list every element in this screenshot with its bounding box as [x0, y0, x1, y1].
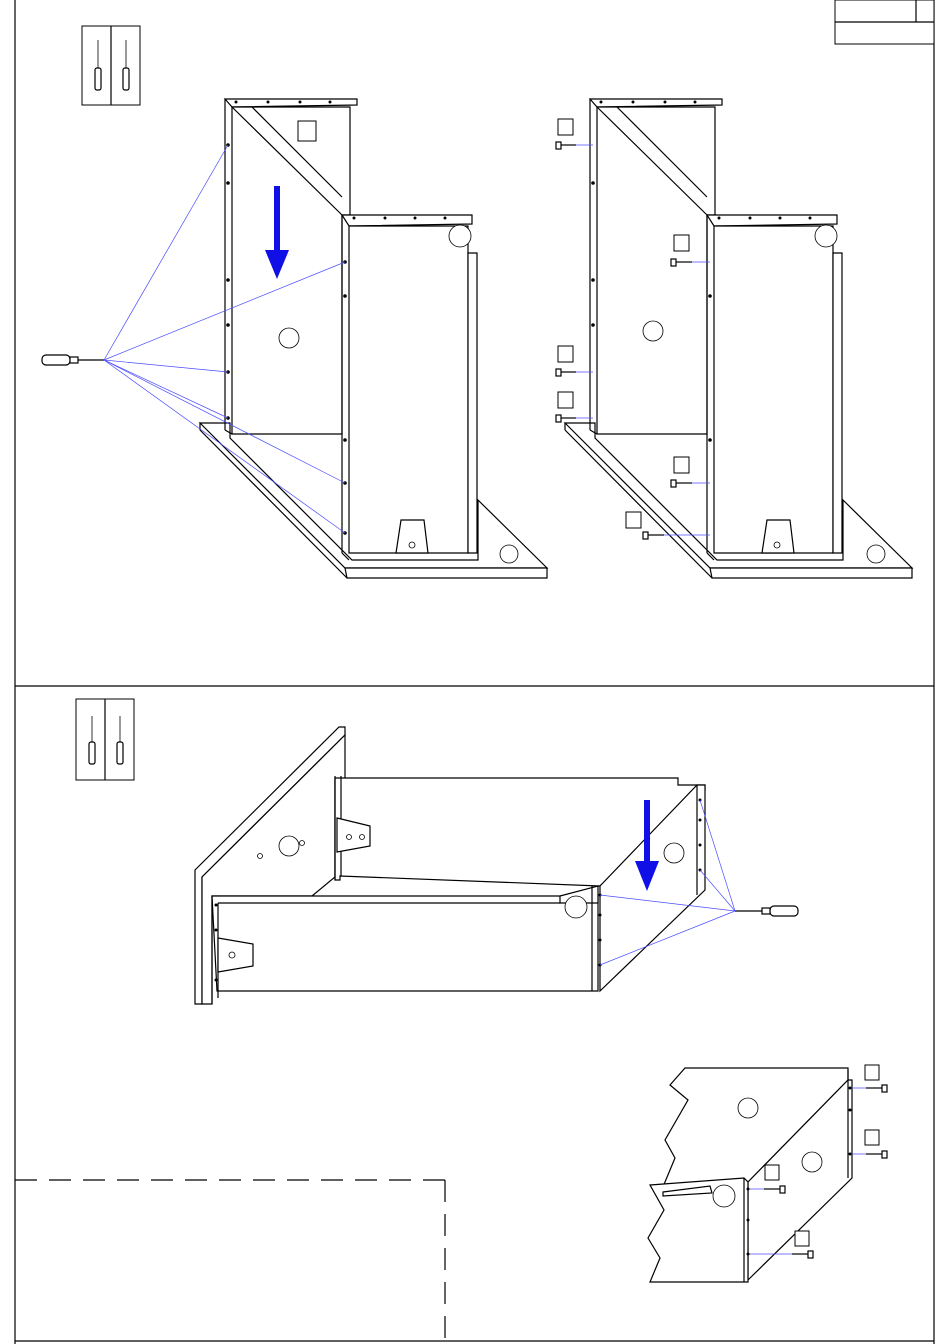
screwdriver-pair-icon [82, 26, 140, 105]
cabinet-assembly-before [42, 99, 547, 578]
screwdriver-pair-icon [76, 699, 134, 780]
screw-callout [850, 1065, 887, 1092]
screw-callout [556, 346, 593, 376]
cabinet-assembly-after [556, 99, 912, 578]
screwdriver-icon [42, 355, 104, 365]
drawer-corner-detail [648, 1065, 887, 1282]
screw-callout [671, 457, 710, 487]
screw-callout [556, 119, 593, 149]
screwdriver-icon [735, 906, 798, 916]
step-1-section [42, 26, 912, 578]
step-2-section [15, 699, 887, 1341]
screw-callout [556, 392, 593, 422]
page-number-box [835, 0, 934, 44]
notes-box [15, 1180, 445, 1341]
screw-callout [850, 1130, 887, 1158]
drawer-assembly [195, 727, 798, 1004]
part-label-box [298, 121, 316, 141]
